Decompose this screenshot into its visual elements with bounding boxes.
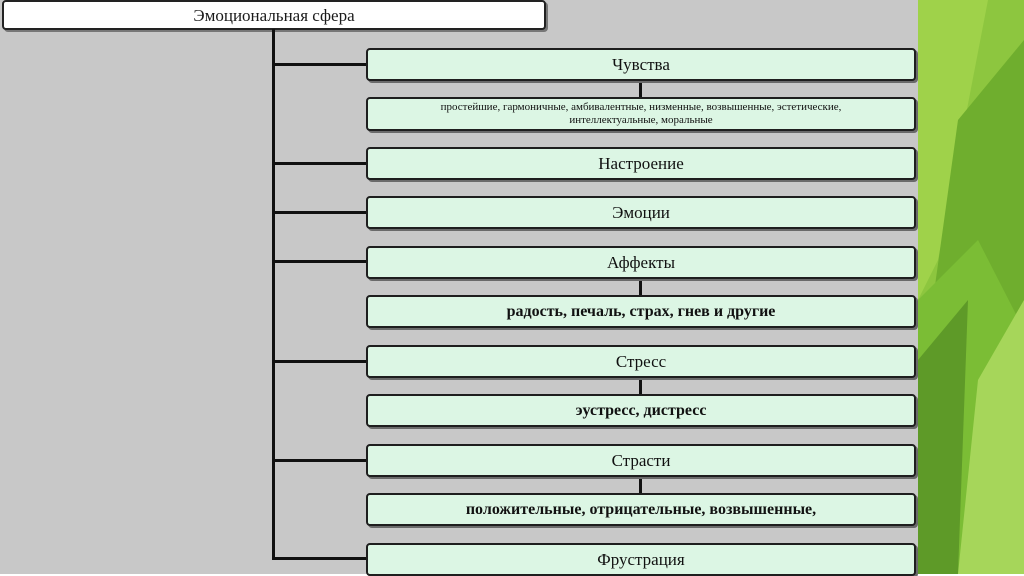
green-shards-graphic xyxy=(918,0,1024,574)
node-feelings: Чувства xyxy=(366,48,916,81)
branch-connector xyxy=(272,162,367,165)
node-frustration: Фрустрация xyxy=(366,543,916,576)
trunk-line xyxy=(272,29,275,559)
branch-connector xyxy=(272,63,367,66)
branch-connector xyxy=(272,557,367,560)
detail-connector xyxy=(639,278,642,296)
node-emotions: Эмоции xyxy=(366,196,916,229)
branch-connector xyxy=(272,260,367,263)
node-feelings-detail: простейшие, гармоничные, амбивалентные, … xyxy=(366,97,916,131)
root-node: Эмоциональная сфера xyxy=(2,0,546,30)
node-mood: Настроение xyxy=(366,147,916,180)
node-passions: Страсти xyxy=(366,444,916,477)
node-affects-detail: радость, печаль, страх, гнев и другие xyxy=(366,295,916,328)
node-passions-detail: положительные, отрицательные, возвышенны… xyxy=(366,493,916,526)
branch-connector xyxy=(272,360,367,363)
node-affects: Аффекты xyxy=(366,246,916,279)
node-stress: Стресс xyxy=(366,345,916,378)
node-stress-detail: эустресс, дистресс xyxy=(366,394,916,427)
diagram-canvas: Эмоциональная сфера Чувства простейшие, … xyxy=(0,0,918,574)
decorative-green-panel xyxy=(918,0,1024,574)
branch-connector xyxy=(272,211,367,214)
detail-connector xyxy=(639,80,642,98)
detail-connector xyxy=(639,377,642,395)
branch-connector xyxy=(272,459,367,462)
detail-connector xyxy=(639,476,642,494)
